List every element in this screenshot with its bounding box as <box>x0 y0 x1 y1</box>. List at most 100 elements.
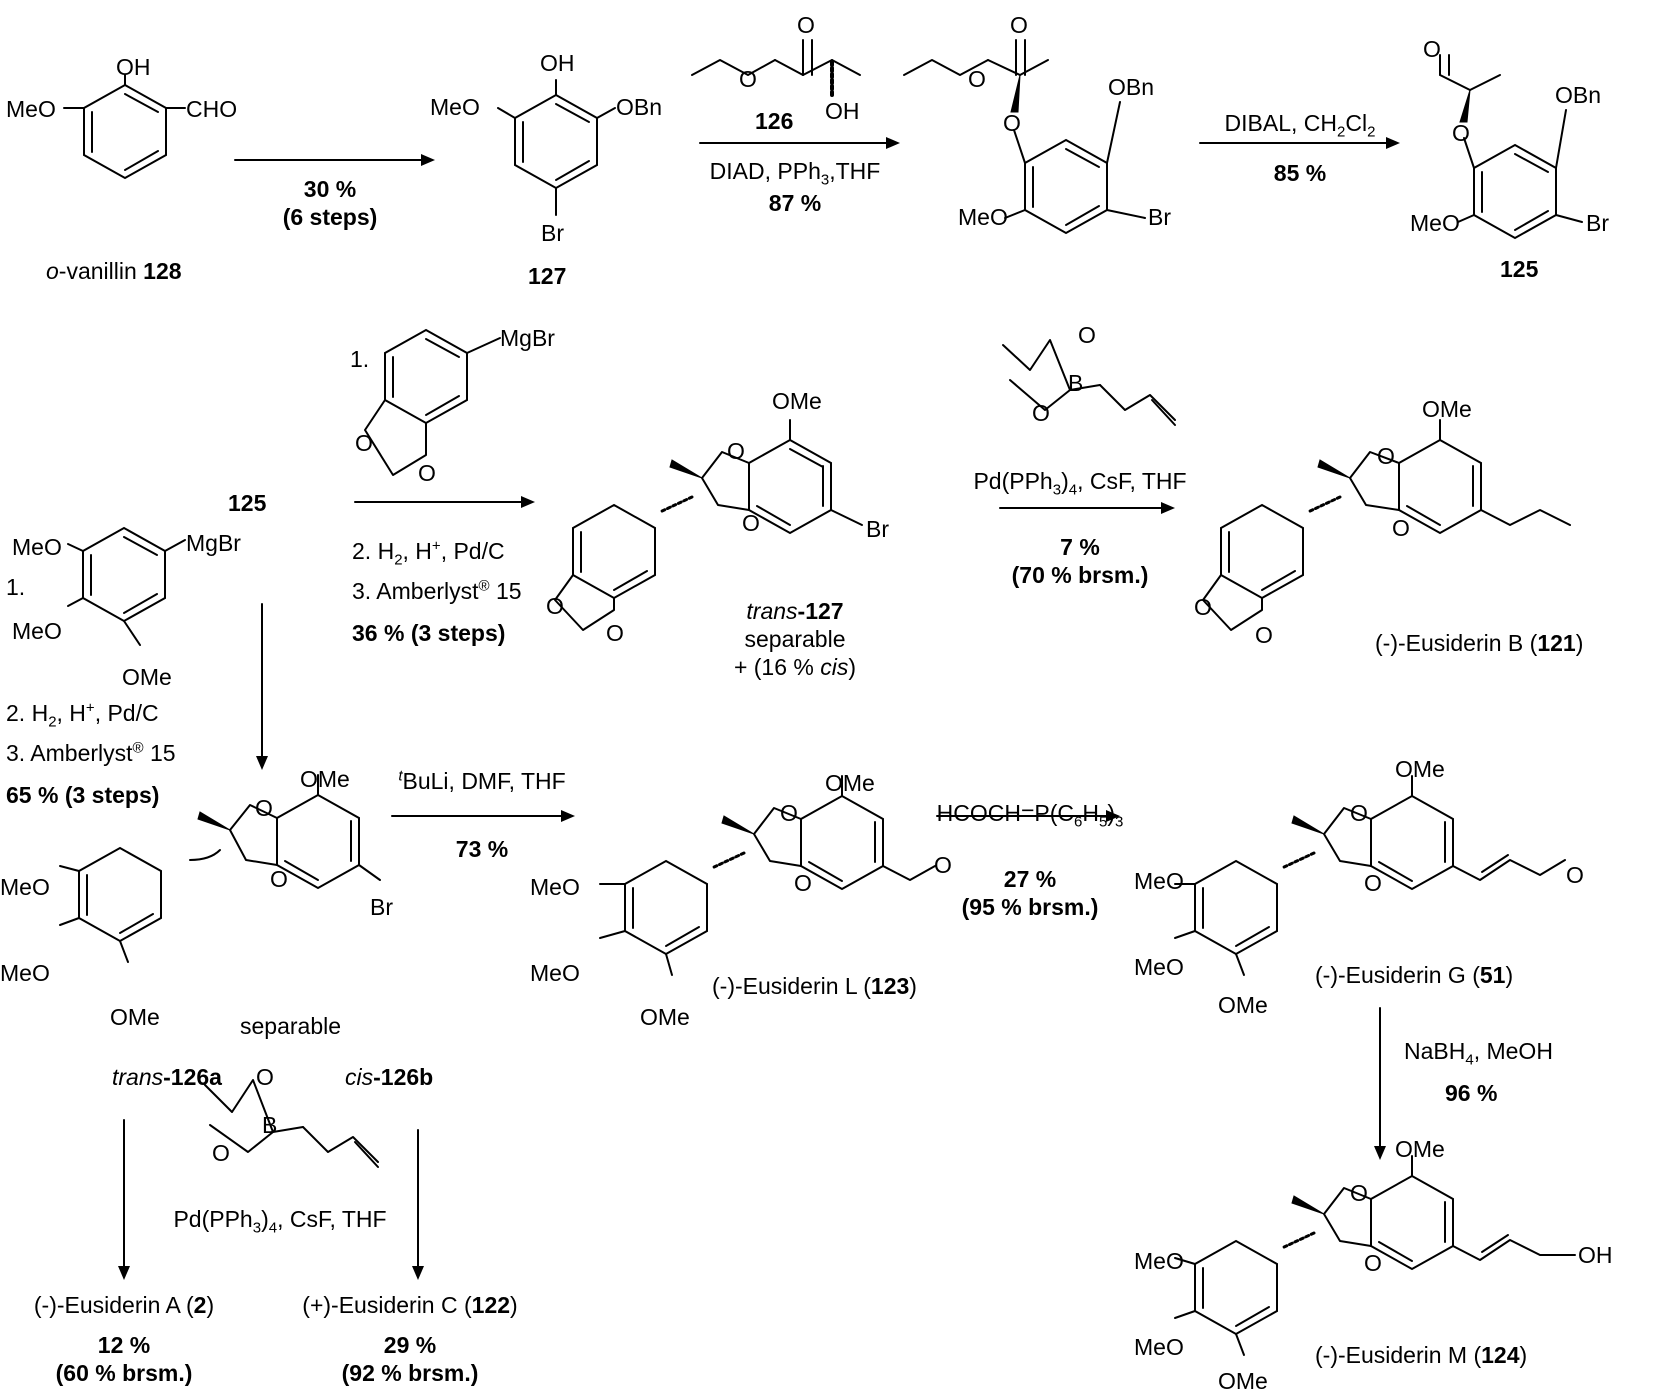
compound-label-126: 126 <box>755 108 794 134</box>
brsm-eusiderin-a: (60 % brsm.) <box>55 1360 193 1386</box>
conditions-a-2: 2. H2, H+, Pd/C <box>352 537 505 569</box>
conditions-step-3: DIBAL, CH2Cl2 <box>1224 110 1376 141</box>
conditions-d: tBuLi, DMF, THF <box>398 767 566 794</box>
yield-d: 73 % <box>455 836 509 862</box>
atom-label: O <box>256 1064 274 1090</box>
atom-label: OH <box>825 98 860 124</box>
atom-label: O <box>797 12 815 38</box>
atom-label: O <box>968 66 986 92</box>
atom-label: MeO <box>12 618 62 644</box>
atom-label: B <box>1068 370 1084 396</box>
atom-label: O <box>255 795 273 821</box>
atom-label: OMe <box>825 770 875 796</box>
atom-label: O <box>742 510 760 536</box>
atom-label: OH <box>116 54 151 80</box>
structure-trimethoxy-grignard <box>67 526 186 646</box>
yield-step-3: 85 % <box>1273 160 1327 186</box>
structure-lactate-ether <box>903 39 1146 235</box>
compound-label-trans-127: trans-127 <box>746 598 844 624</box>
compound-label-cis-126b: cis-126b <box>345 1064 434 1090</box>
atom-label: MeO <box>530 874 580 900</box>
atom-label: OMe <box>1422 396 1472 422</box>
atom-label: O <box>1078 322 1096 348</box>
structure-127 <box>497 79 616 216</box>
atom-label: Br <box>1148 204 1171 230</box>
yield-step-1: 30 % <box>303 176 357 202</box>
atom-label: MeO <box>0 874 50 900</box>
atom-label: O <box>1392 515 1410 541</box>
compound-label-eusiderin-g: (-)-Eusiderin G (51) <box>1315 962 1514 988</box>
atom-label: MgBr <box>500 325 555 351</box>
atom-label: OBn <box>1555 82 1602 108</box>
atom-label: O <box>1566 862 1584 888</box>
yield-c: 65 % (3 steps) <box>6 782 160 808</box>
structure-allyl-boronate-2 <box>204 1079 379 1168</box>
atom-label: O <box>794 870 812 896</box>
atom-label: OMe <box>110 1004 160 1030</box>
atom-label: MeO <box>12 534 62 560</box>
atom-label: O <box>418 460 436 486</box>
structure-125 <box>1439 54 1583 240</box>
compound-label-128: o-vanillin 128 <box>46 258 182 284</box>
atom-label: O <box>1194 594 1212 620</box>
atom-label: OMe <box>1218 992 1268 1018</box>
steps-step-1: (6 steps) <box>282 204 378 230</box>
compound-label-eusiderin-c: (+)-Eusiderin C (122) <box>302 1292 518 1318</box>
structure-eusiderin-g <box>1174 775 1566 976</box>
atom-label: O <box>1350 1180 1368 1206</box>
atom-label: MeO <box>958 204 1008 230</box>
structure-o-vanillin <box>63 74 186 180</box>
cis-note: + (16 % cis) <box>733 654 857 680</box>
atom-label: O <box>780 800 798 826</box>
atom-label: MeO <box>0 960 50 986</box>
atom-label: OH <box>1578 1242 1613 1268</box>
conditions-a-3: 3. Amberlyst® 15 <box>352 577 522 604</box>
conditions-b: Pd(PPh3)4, CsF, THF <box>973 468 1187 499</box>
atom-label: O <box>1452 120 1470 146</box>
conditions-e: HCOCH=P(C6H5)3 <box>936 800 1124 831</box>
atom-label: OMe <box>640 1004 690 1030</box>
atom-label: OMe <box>772 388 822 414</box>
structure-eusiderin-b <box>1202 419 1571 631</box>
yield-a: 36 % (3 steps) <box>352 620 506 646</box>
conditions-c-3: 3. Amberlyst® 15 <box>6 739 176 766</box>
atom-label: O <box>355 430 373 456</box>
compound-label-eusiderin-m: (-)-Eusiderin M (124) <box>1315 1342 1528 1368</box>
atom-label: OH <box>540 50 575 76</box>
atom-label: MeO <box>430 94 480 120</box>
atom-label: OMe <box>300 766 350 792</box>
compound-label-127: 127 <box>528 263 567 289</box>
atom-label: Br <box>1586 210 1609 236</box>
structure-trans-127 <box>554 419 863 631</box>
atom-label: Br <box>866 516 889 542</box>
step-number: 1. <box>350 346 370 372</box>
atom-label: OMe <box>1218 1368 1268 1394</box>
atom-label: MeO <box>6 96 56 122</box>
separable-note-2: separable <box>240 1013 342 1039</box>
atom-label: O <box>1255 622 1273 648</box>
atom-label: MeO <box>1410 210 1460 236</box>
atom-label: O <box>1010 12 1028 38</box>
atom-label: O <box>739 66 757 92</box>
compound-label-125: 125 <box>1500 256 1539 282</box>
atom-label: OBn <box>1108 74 1155 100</box>
atom-label: MeO <box>1134 1334 1184 1360</box>
brsm-e: (95 % brsm.) <box>961 894 1099 920</box>
atom-label: O <box>934 852 952 878</box>
atom-label: O <box>1377 443 1395 469</box>
compound-label-trans-126a: trans-126a <box>112 1064 222 1090</box>
atom-label: O <box>212 1140 230 1166</box>
step-number: 1. <box>6 574 26 600</box>
atom-label: O <box>546 593 564 619</box>
yield-eusiderin-c: 29 % <box>383 1332 437 1358</box>
yield-e: 27 % <box>1003 866 1057 892</box>
conditions-c-2: 2. H2, H+, Pd/C <box>6 699 159 731</box>
brsm-b: (70 % brsm.) <box>1011 562 1149 588</box>
compound-label-125-start: 125 <box>228 490 267 516</box>
atom-label: O <box>1032 400 1050 426</box>
atom-label: O <box>606 620 624 646</box>
brsm-eusiderin-c: (92 % brsm.) <box>341 1360 479 1386</box>
atom-label: Br <box>370 894 393 920</box>
structure-126 <box>59 774 381 963</box>
